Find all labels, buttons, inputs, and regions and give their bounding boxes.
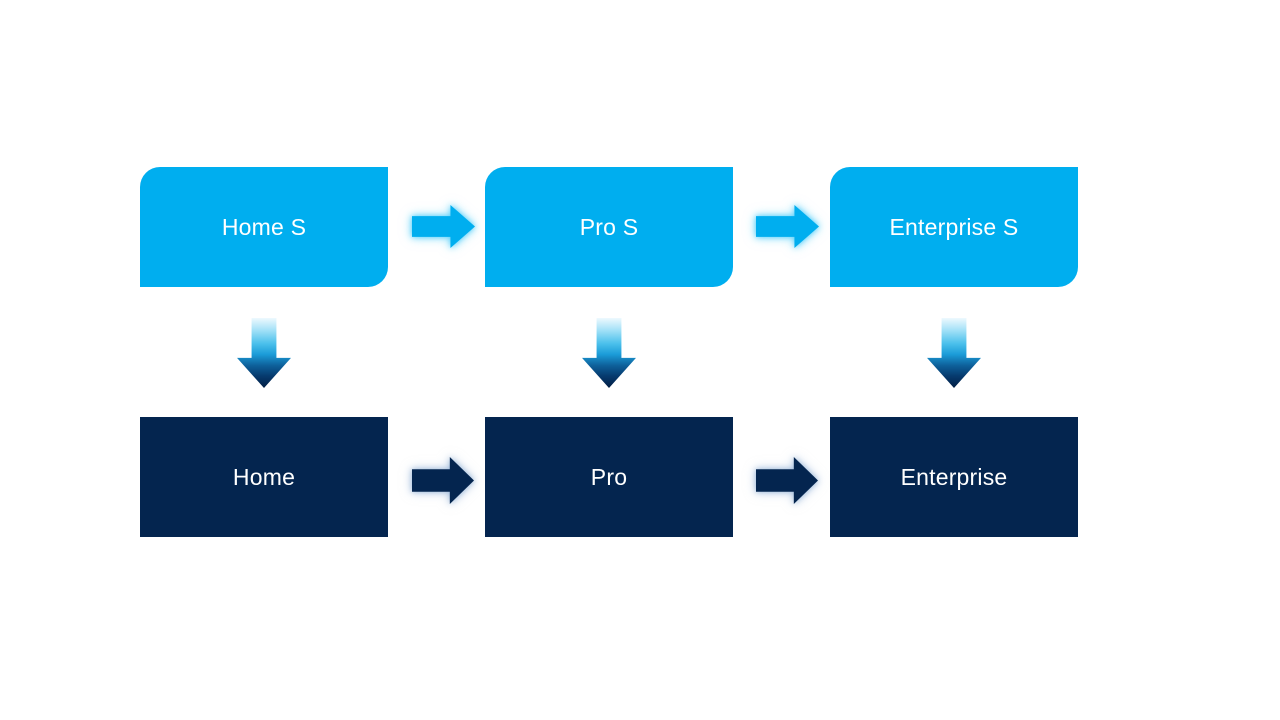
right-arrow-shape (412, 457, 474, 504)
node-enterprise-s-label: Enterprise S (889, 213, 1019, 240)
node-pro: Pro (485, 417, 733, 537)
right-arrow-icon-top-1 (412, 205, 475, 248)
right-arrow-icon-bottom-2 (756, 457, 818, 504)
down-arrow-icon-1 (237, 318, 291, 388)
node-pro-s: Pro S (485, 167, 733, 287)
node-enterprise: Enterprise (830, 417, 1078, 537)
down-arrow-shape (237, 318, 291, 388)
down-arrow-shape (927, 318, 981, 388)
node-home-s-label: Home S (221, 213, 307, 240)
right-arrow-shape (756, 457, 818, 504)
node-pro-label: Pro (590, 463, 628, 490)
right-arrow-icon-top-2 (756, 205, 819, 248)
right-arrow-shape (756, 205, 819, 248)
right-arrow-icon-bottom-1 (412, 457, 474, 504)
node-home-label: Home (232, 463, 296, 490)
node-home-s: Home S (140, 167, 388, 287)
node-enterprise-label: Enterprise (900, 463, 1008, 490)
node-home: Home (140, 417, 388, 537)
down-arrow-shape (582, 318, 636, 388)
right-arrow-shape (412, 205, 475, 248)
node-enterprise-s: Enterprise S (830, 167, 1078, 287)
down-arrow-icon-2 (582, 318, 636, 388)
node-pro-s-label: Pro S (579, 213, 639, 240)
down-arrow-icon-3 (927, 318, 981, 388)
